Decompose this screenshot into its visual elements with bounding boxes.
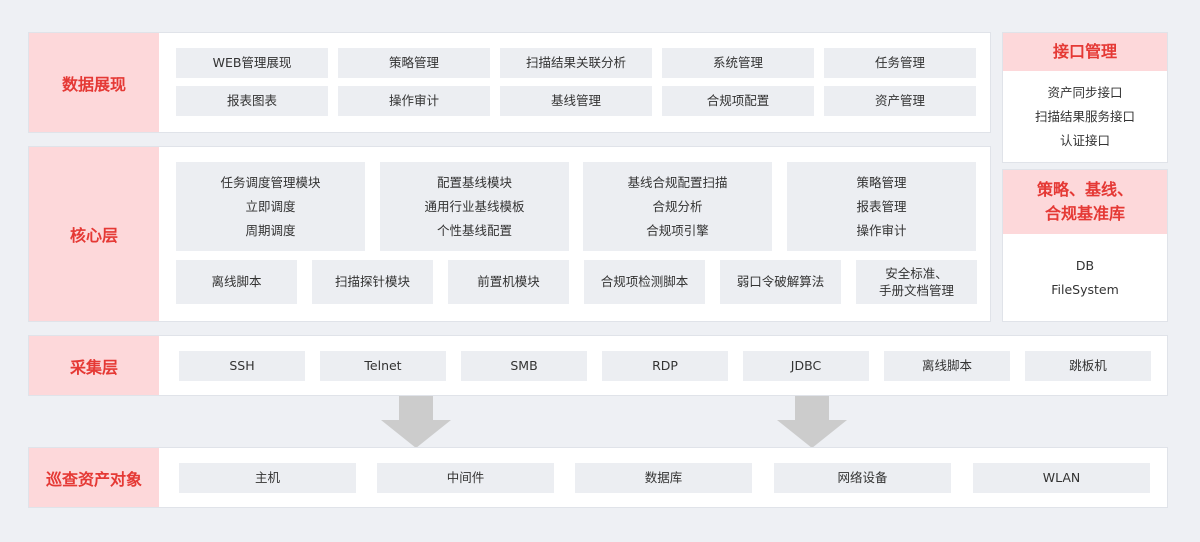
core-layer: 核心层 任务调度管理模块 立即调度 周期调度 配置基线模块 通用行业基线模板 个… (28, 146, 991, 322)
core-group: 配置基线模块 通用行业基线模板 个性基线配置 (380, 162, 569, 251)
core-module-line: 合规项检测脚本 (600, 274, 689, 289)
core-module-line: 安全标准、 (885, 266, 948, 281)
core-module: 合规项检测脚本 (584, 260, 705, 304)
policy-db-item: DB (1075, 257, 1095, 273)
asset-item: 主机 (179, 463, 356, 493)
core-module-line: 前置机模块 (477, 274, 540, 289)
core-module-line: 手册文档管理 (878, 283, 954, 298)
core-group: 基线合规配置扫描 合规分析 合规项引擎 (583, 162, 772, 251)
core-group-line: 任务调度管理模块 (220, 174, 321, 190)
asset-layer: 巡查资产对象 主机 中间件 数据库 网络设备 WLAN (28, 447, 1168, 508)
down-arrow-icon (777, 396, 847, 448)
core-module: 弱口令破解算法 (720, 260, 841, 304)
core-group-line: 合规项引擎 (646, 222, 709, 238)
core-module-line: 弱口令破解算法 (736, 274, 825, 289)
display-item: 报表图表 (176, 86, 328, 116)
interface-mgmt-list: 资产同步接口 扫描结果服务接口 认证接口 (1003, 71, 1167, 162)
collect-item: Telnet (320, 351, 446, 381)
collect-item: JDBC (743, 351, 869, 381)
core-module: 安全标准、 手册文档管理 (856, 260, 977, 304)
core-group-line: 操作审计 (856, 222, 907, 238)
core-module-line: 扫描探针模块 (334, 274, 410, 289)
policy-db-panel: 策略、基线、 合规基准库 DB FileSystem (1002, 169, 1168, 322)
asset-item: 中间件 (377, 463, 554, 493)
core-group-line: 策略管理 (856, 174, 907, 190)
policy-db-list: DB FileSystem (1003, 234, 1167, 321)
interface-mgmt-title: 接口管理 (1003, 33, 1167, 71)
display-layer: 数据展现 WEB管理展现 策略管理 扫描结果关联分析 系统管理 任务管理 报表图… (28, 32, 991, 133)
collect-item: RDP (602, 351, 728, 381)
collect-item: SSH (179, 351, 305, 381)
asset-item: 网络设备 (774, 463, 951, 493)
core-group-line: 配置基线模块 (436, 174, 512, 190)
display-item: 策略管理 (338, 48, 490, 78)
core-group-line: 通用行业基线模板 (424, 198, 525, 214)
collect-item: 离线脚本 (884, 351, 1010, 381)
core-layer-label: 核心层 (29, 147, 159, 321)
policy-db-title: 策略、基线、 合规基准库 (1003, 170, 1167, 234)
core-group-line: 报表管理 (856, 198, 907, 214)
display-item: 系统管理 (662, 48, 814, 78)
core-group-line: 立即调度 (245, 198, 296, 214)
core-group: 任务调度管理模块 立即调度 周期调度 (176, 162, 365, 251)
policy-db-item: FileSystem (1051, 281, 1119, 297)
interface-mgmt-panel: 接口管理 资产同步接口 扫描结果服务接口 认证接口 (1002, 32, 1168, 163)
display-item: 合规项配置 (662, 86, 814, 116)
collect-item: 跳板机 (1025, 351, 1151, 381)
core-group-line: 周期调度 (245, 222, 296, 238)
display-item: 扫描结果关联分析 (500, 48, 652, 78)
interface-item: 扫描结果服务接口 (1034, 108, 1135, 124)
collect-layer: 采集层 SSH Telnet SMB RDP JDBC 离线脚本 跳板机 (28, 335, 1168, 396)
asset-layer-label: 巡查资产对象 (29, 448, 159, 507)
display-item: 资产管理 (824, 86, 976, 116)
display-item: 任务管理 (824, 48, 976, 78)
interface-item: 认证接口 (1059, 132, 1110, 148)
core-group-line: 个性基线配置 (436, 222, 512, 238)
interface-item: 资产同步接口 (1047, 84, 1123, 100)
core-group: 策略管理 报表管理 操作审计 (787, 162, 976, 251)
display-item: 基线管理 (500, 86, 652, 116)
display-layer-label: 数据展现 (29, 33, 159, 132)
display-item: 操作审计 (338, 86, 490, 116)
core-group-line: 合规分析 (652, 198, 703, 214)
display-item: WEB管理展现 (176, 48, 328, 78)
down-arrow-icon (381, 396, 451, 448)
collect-layer-label: 采集层 (29, 336, 159, 395)
core-group-line: 基线合规配置扫描 (627, 174, 728, 190)
core-module: 离线脚本 (176, 260, 297, 304)
interface-mgmt-title-text: 接口管理 (1052, 42, 1117, 61)
policy-db-title-line: 合规基准库 (1044, 204, 1125, 223)
core-module-line: 离线脚本 (211, 274, 262, 289)
asset-item: 数据库 (575, 463, 752, 493)
policy-db-title-line: 策略、基线、 (1036, 180, 1133, 199)
asset-item: WLAN (973, 463, 1150, 493)
core-module: 扫描探针模块 (312, 260, 433, 304)
collect-item: SMB (461, 351, 587, 381)
core-module: 前置机模块 (448, 260, 569, 304)
